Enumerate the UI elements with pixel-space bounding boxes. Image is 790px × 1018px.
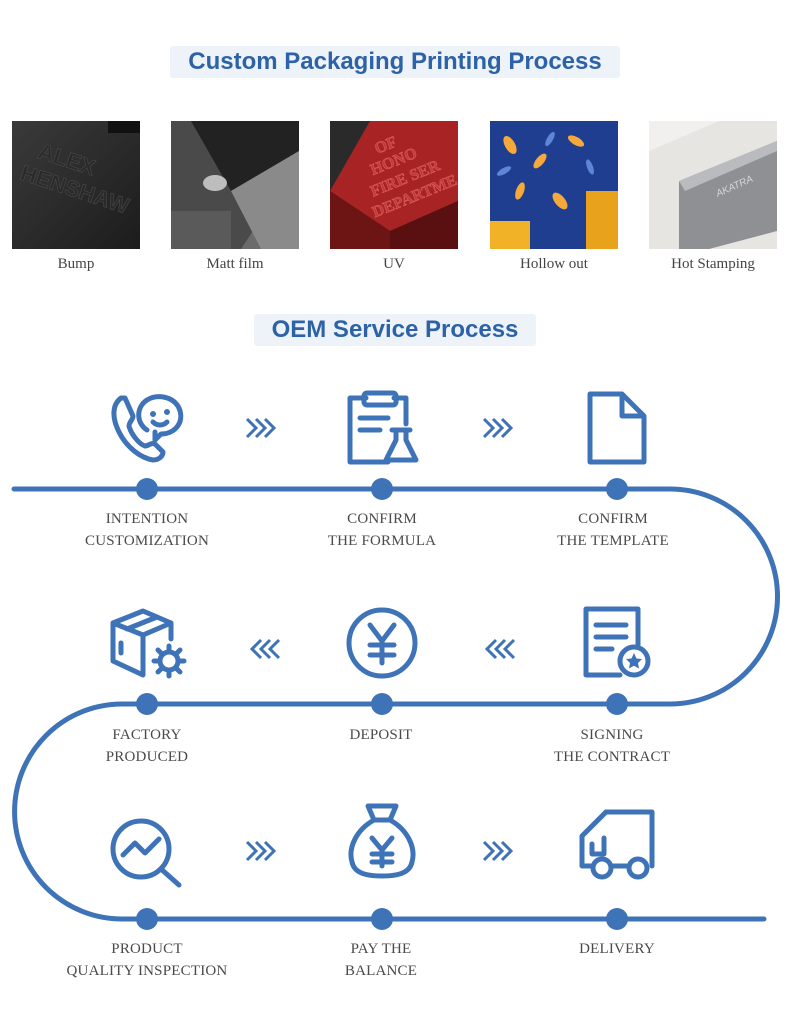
hot-stamping-label: Hot Stamping bbox=[671, 256, 755, 272]
step-delivery: DELIVERY bbox=[497, 938, 737, 960]
step-label-line2: QUALITY INSPECTION bbox=[66, 963, 228, 979]
oem-process-title: OEM Service Process bbox=[253, 314, 537, 346]
step-label-line2: CUSTOMIZATION bbox=[85, 533, 209, 549]
uv-finish-image: OF HONO FIRE SER DEPARTME bbox=[330, 121, 458, 249]
hollow-out-image bbox=[490, 121, 618, 249]
step-label-line2: BALANCE bbox=[344, 963, 418, 979]
step-dot-5 bbox=[371, 693, 393, 715]
matt-film-image bbox=[171, 121, 299, 249]
money-bag-icon bbox=[348, 803, 416, 879]
step-label-line1: CONFIRM bbox=[347, 511, 417, 527]
step-dot-4 bbox=[136, 693, 158, 715]
step-dot-8 bbox=[371, 908, 393, 930]
step-deposit: DEPOSIT bbox=[261, 724, 501, 746]
step-intention-customization: INTENTION CUSTOMIZATION bbox=[27, 508, 267, 552]
step-label-line1: PRODUCT bbox=[111, 941, 183, 957]
step-label-line1: INTENTION bbox=[105, 511, 189, 527]
step-label-line1: FACTORY bbox=[112, 727, 182, 743]
step-signing-contract: SIGNING THE CONTRACT bbox=[492, 724, 732, 768]
step-label-line2: THE TEMPLATE bbox=[557, 533, 669, 549]
hollow-out-label: Hollow out bbox=[520, 256, 588, 272]
step-factory-produced: FACTORY PRODUCED bbox=[27, 724, 267, 768]
step-confirm-template: CONFIRM THE TEMPLATE bbox=[493, 508, 733, 552]
chevron-right-icon bbox=[245, 417, 277, 439]
printing-process-title: Custom Packaging Printing Process bbox=[170, 46, 620, 78]
step-label-line1: CONFIRM bbox=[578, 511, 648, 527]
step-pay-balance: PAY THE BALANCE bbox=[261, 938, 501, 982]
step-quality-inspection: PRODUCT QUALITY INSPECTION bbox=[27, 938, 267, 982]
document-icon bbox=[587, 391, 647, 465]
section-title-oem: OEM Service Process bbox=[0, 314, 790, 346]
step-label-line1: DEPOSIT bbox=[349, 727, 413, 743]
clipboard-flask-icon bbox=[347, 390, 419, 465]
step-dot-3 bbox=[606, 478, 628, 500]
step-label-line1: PAY THE bbox=[350, 941, 412, 957]
step-dot-7 bbox=[136, 908, 158, 930]
contract-seal-icon bbox=[583, 606, 651, 678]
step-label-line1: DELIVERY bbox=[579, 941, 655, 957]
step-dot-2 bbox=[371, 478, 393, 500]
step-dot-1 bbox=[136, 478, 158, 500]
matt-film-label: Matt film bbox=[206, 256, 264, 272]
chevron-left-icon bbox=[484, 638, 516, 660]
chevron-left-icon bbox=[249, 638, 281, 660]
step-dot-6 bbox=[606, 693, 628, 715]
step-dot-9 bbox=[606, 908, 628, 930]
chevron-right-icon bbox=[245, 840, 277, 862]
step-label-line2: THE FORMULA bbox=[327, 533, 437, 549]
phone-chat-icon bbox=[111, 394, 184, 463]
bump-finish-image: ALEX HENSHAW bbox=[12, 121, 140, 249]
uv-label: UV bbox=[383, 256, 405, 272]
step-confirm-formula: CONFIRM THE FORMULA bbox=[262, 508, 502, 552]
step-label-line1: SIGNING bbox=[580, 727, 644, 743]
magnifier-chart-icon bbox=[110, 818, 182, 888]
chevron-right-icon bbox=[482, 840, 514, 862]
chevron-right-icon bbox=[482, 417, 514, 439]
box-gear-icon bbox=[110, 608, 187, 679]
hot-stamping-image: AKATRA bbox=[649, 121, 777, 249]
step-label-line2: PRODUCED bbox=[105, 749, 189, 765]
yen-coin-icon bbox=[346, 607, 418, 679]
step-label-line2: THE CONTRACT bbox=[553, 749, 671, 765]
section-title-printing: Custom Packaging Printing Process bbox=[0, 46, 790, 78]
truck-icon bbox=[579, 809, 655, 880]
bump-label: Bump bbox=[57, 256, 95, 272]
